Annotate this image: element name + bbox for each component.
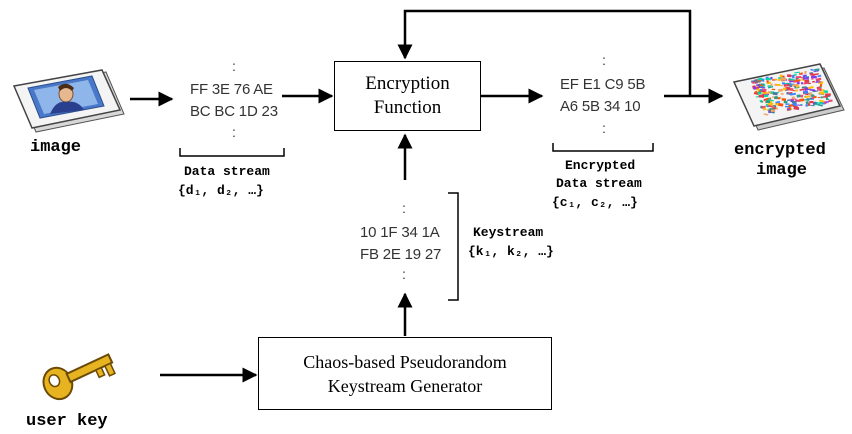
encryption-box-line-2: Function	[373, 97, 442, 118]
keystream-dots-bottom: :	[402, 266, 406, 282]
data-stream-bracket	[179, 148, 285, 157]
user-key-label: user key	[26, 412, 108, 431]
encrypted-stream-caption-line-1: Encrypted	[565, 158, 636, 173]
encrypted-image-label-line-1: encrypted	[734, 141, 826, 160]
data-stream-dots-bottom: :	[232, 124, 236, 140]
generator-box-line-1: Chaos-based Pseudorandom	[303, 351, 507, 372]
encrypted-image-label-line-2: image	[756, 161, 808, 180]
feedback-loop-arrow	[397, 9, 692, 96]
image-label: image	[30, 138, 82, 157]
encrypted-image-icon	[732, 63, 845, 131]
keystream-hex-line-1: 10 1F 34 1A	[360, 224, 440, 241]
encrypted-stream-dots-bottom: :	[602, 120, 606, 136]
encrypted-stream-set: {c₁, c₂, …}	[552, 195, 638, 210]
data-stream-dots-top: :	[232, 58, 236, 74]
keystream-set: {k₁, k₂, …}	[468, 244, 554, 259]
data-stream-hex-line-2: BC BC 1D 23	[190, 103, 278, 120]
encrypted-stream-dots-top: :	[602, 52, 606, 68]
encrypted-stream-hex-line-2: A6 5B 34 10	[560, 98, 641, 115]
keystream-hex-line-2: FB 2E 19 27	[360, 246, 442, 263]
encrypted-stream-caption-line-2: Data stream	[556, 176, 642, 191]
image-photo-icon	[12, 69, 125, 133]
encrypted-stream-hex-line-1: EF E1 C9 5B	[560, 76, 646, 93]
keystream-generator-box: Chaos-based Pseudorandom Keystream Gener…	[258, 337, 552, 410]
user-key-icon	[42, 353, 116, 401]
generator-box-line-2: Keystream Generator	[327, 375, 483, 396]
encrypted-stream-bracket	[552, 143, 654, 152]
keystream-dots-top: :	[402, 200, 406, 216]
encryption-box-line-1: Encryption	[365, 73, 450, 94]
encryption-function-box: Encryption Function	[334, 61, 481, 131]
keystream-caption: Keystream	[473, 225, 544, 240]
data-stream-hex-line-1: FF 3E 76 AE	[190, 81, 273, 98]
keystream-bracket	[448, 192, 459, 301]
data-stream-set: {d₁, d₂, …}	[178, 183, 264, 198]
data-stream-caption: Data stream	[184, 164, 270, 179]
